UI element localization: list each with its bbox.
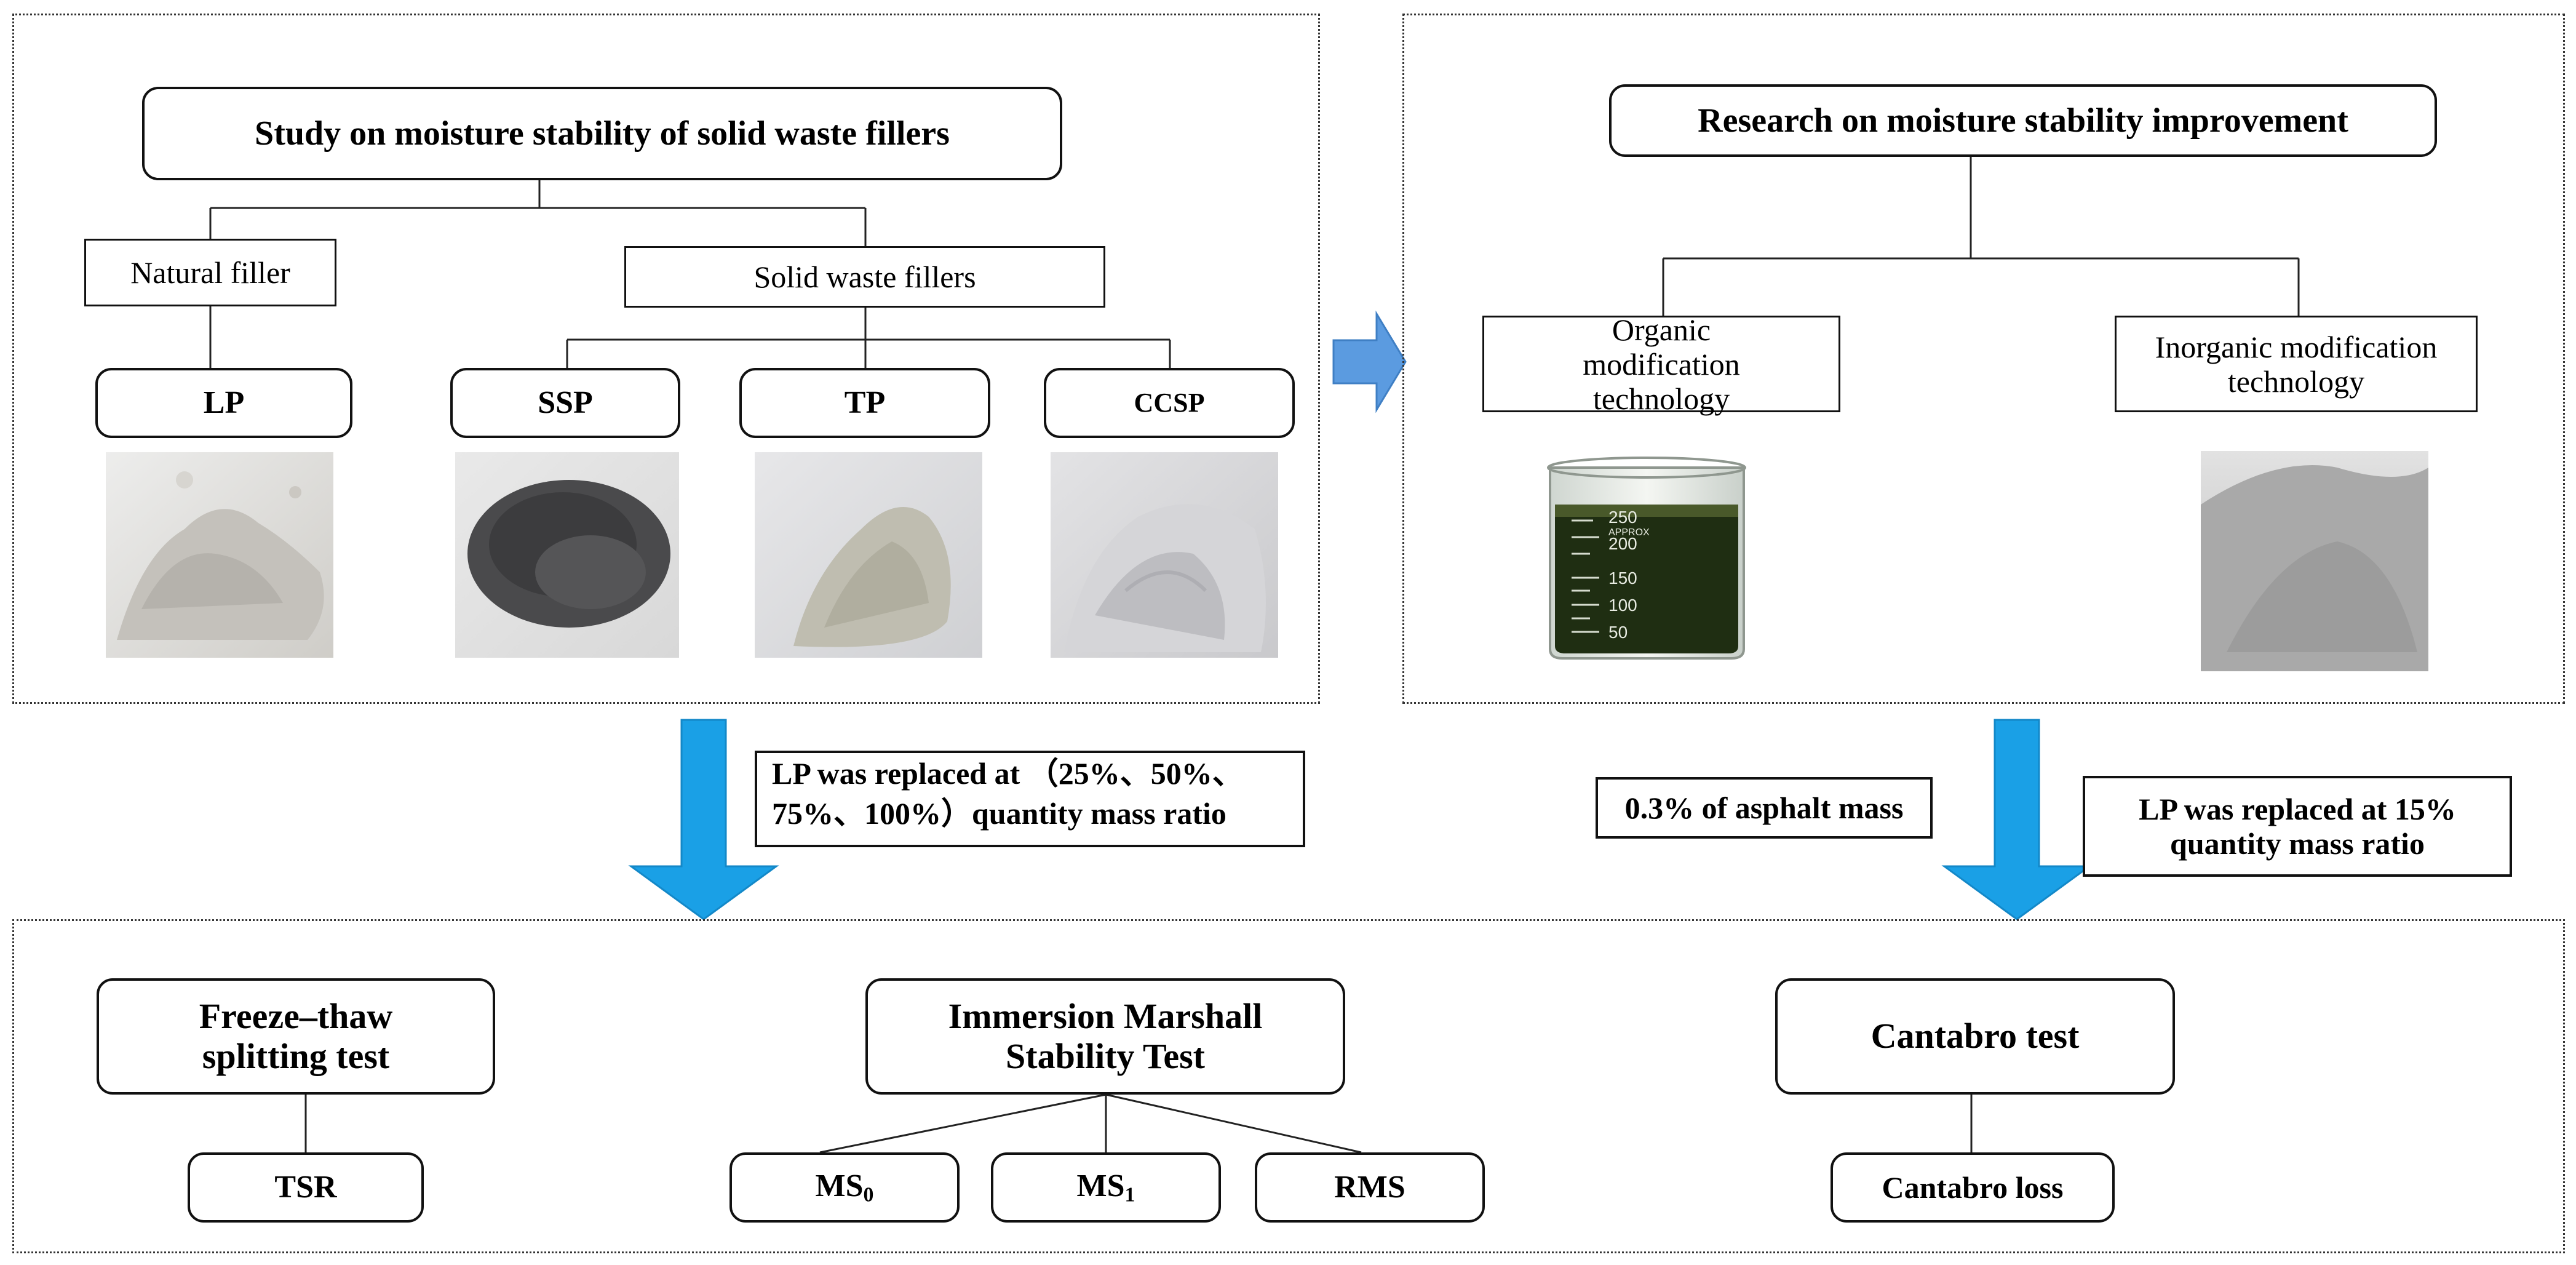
- beaker-mark-50: 50: [1608, 623, 1628, 642]
- marshall-box: Immersion Marshall Stability Test: [865, 978, 1345, 1095]
- organic-modification-box: Organic modification technology: [1482, 313, 1840, 416]
- cantabro-loss-label: Cantabro loss: [1882, 1170, 2064, 1205]
- inorganic-modification-box: Inorganic modification technology: [2115, 316, 2478, 412]
- beaker-photo: 250 APPROX 200 150 100 50: [1539, 453, 1753, 660]
- research-title: Research on moisture stability improveme…: [1698, 101, 2348, 140]
- filler-ssp-label: SSP: [538, 385, 593, 420]
- study-title-box: Study on moisture stability of solid was…: [142, 87, 1062, 180]
- down-arrow-icon-left: [628, 719, 779, 920]
- tsr-box: TSR: [188, 1152, 424, 1223]
- freeze-thaw-box: Freeze–thaw splitting test: [97, 978, 495, 1095]
- filler-tp-box: TP: [739, 368, 990, 438]
- down-arrow-icon-right: [1941, 719, 2093, 920]
- ms0-box: MS0: [729, 1152, 960, 1223]
- study-title: Study on moisture stability of solid was…: [255, 114, 950, 153]
- beaker-mark-200: 200: [1608, 534, 1637, 553]
- freeze-thaw-label: Freeze–thaw splitting test: [199, 996, 393, 1076]
- right-note-text: LP was replaced at 15% quantity mass rat…: [2139, 792, 2456, 861]
- mid-note-text: 0.3% of asphalt mass: [1624, 791, 1904, 825]
- lp-powder-photo: [106, 452, 333, 658]
- panel-top-left: [12, 14, 1320, 704]
- solid-waste-fillers-box: Solid waste fillers: [624, 246, 1105, 308]
- ssp-powder-photo: [455, 452, 679, 658]
- cantabro-loss-box: Cantabro loss: [1831, 1152, 2115, 1223]
- organic-modification-label: Organic modification technology: [1583, 312, 1740, 416]
- ms1-box: MS1: [991, 1152, 1221, 1223]
- natural-filler-label: Natural filler: [130, 255, 290, 290]
- top-left-connectors: [209, 180, 1171, 368]
- rms-box: RMS: [1255, 1152, 1485, 1223]
- left-note-box: [755, 751, 1305, 847]
- bottom-connectors: [304, 1093, 1973, 1154]
- beaker-mark-250: 250: [1608, 508, 1637, 527]
- beaker-mark-150: 150: [1608, 569, 1637, 588]
- beaker-mark-approx: APPROX: [1608, 527, 1650, 538]
- inorganic-powder-photo: [2201, 451, 2428, 671]
- rms-label: RMS: [1334, 1169, 1405, 1205]
- filler-lp-box: LP: [95, 368, 352, 438]
- research-title-box: Research on moisture stability improveme…: [1609, 84, 2437, 157]
- tp-powder-photo: [755, 452, 982, 658]
- ms1-label: MS1: [1076, 1168, 1135, 1207]
- ccsp-powder-photo: [1051, 452, 1278, 658]
- mid-note-box: 0.3% of asphalt mass: [1596, 777, 1933, 839]
- top-right-connectors: [1662, 157, 2300, 316]
- panel-bottom: [12, 919, 2565, 1253]
- inorganic-modification-label: Inorganic modification technology: [2155, 329, 2438, 399]
- panel-top-right: [1402, 14, 2565, 704]
- left-note-text: LP was replaced at （25%、50%、75%、100%）qua…: [772, 756, 1243, 831]
- ms0-label: MS0: [815, 1168, 874, 1207]
- filler-ccsp-box: CCSP: [1044, 368, 1295, 438]
- beaker-mark-100: 100: [1608, 596, 1637, 615]
- filler-tp-label: TP: [844, 385, 886, 420]
- solid-waste-fillers-label: Solid waste fillers: [753, 260, 976, 294]
- tsr-label: TSR: [274, 1169, 337, 1205]
- cantabro-label: Cantabro test: [1870, 1016, 2080, 1056]
- filler-lp-label: LP: [203, 385, 245, 420]
- right-note-box: LP was replaced at 15% quantity mass rat…: [2083, 776, 2512, 877]
- natural-filler-box: Natural filler: [84, 239, 336, 306]
- marshall-label: Immersion Marshall Stability Test: [948, 996, 1263, 1076]
- cantabro-box: Cantabro test: [1775, 978, 2175, 1095]
- filler-ccsp-label: CCSP: [1134, 388, 1205, 418]
- right-arrow-icon: [1332, 310, 1407, 413]
- filler-ssp-box: SSP: [450, 368, 680, 438]
